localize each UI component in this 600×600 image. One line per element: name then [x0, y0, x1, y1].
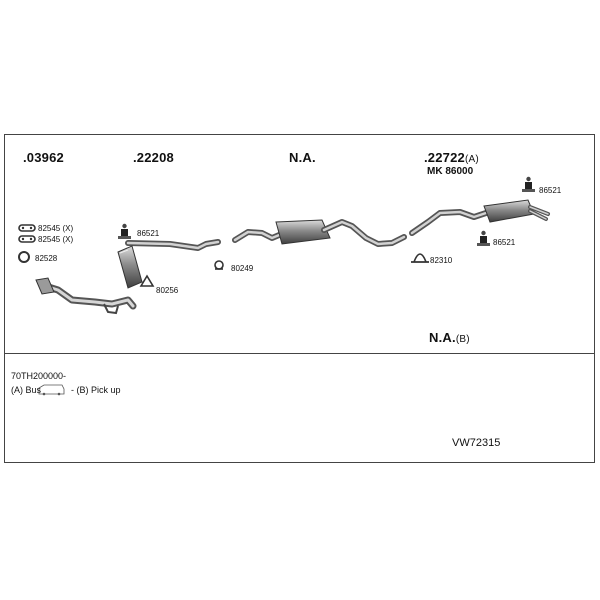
gasket-icon — [18, 235, 36, 243]
diagram-frame — [4, 134, 595, 463]
section-code: .03962 — [23, 150, 64, 165]
part-number: 82528 — [35, 254, 58, 263]
gasket-icon — [18, 224, 36, 232]
front-pipe — [35, 277, 137, 315]
section-code: .22208 — [133, 150, 174, 165]
rubber-hanger-icon — [522, 176, 535, 192]
diagram-code: VW72315 — [452, 437, 501, 449]
u-clamp-icon — [411, 253, 429, 263]
bus-icon — [38, 384, 65, 396]
catalyst-section — [117, 239, 221, 289]
clamp-icon — [214, 260, 224, 270]
part-number: 80256 — [156, 286, 179, 295]
rubber-hanger-icon — [118, 223, 131, 239]
mk-label: MK 86000 — [427, 166, 474, 177]
part-number: 86521 — [539, 186, 562, 195]
part-number: 80249 — [231, 264, 254, 273]
flange-icon — [139, 274, 155, 287]
middle-muffler — [232, 219, 407, 247]
part-number: 86521 — [137, 229, 160, 238]
section-code: N.A. — [289, 150, 316, 165]
part-number: 82545 (X) — [38, 235, 74, 244]
part-number: 86521 — [493, 238, 516, 247]
part-number: 82545 (X) — [38, 224, 74, 233]
part-number: 82310 — [430, 256, 453, 265]
na-b-label: N.A.(B) — [429, 330, 470, 345]
vehicle-legend: (A) Bus- (B) Pick up — [11, 385, 121, 395]
rubber-hanger-icon — [477, 230, 490, 246]
rear-muffler — [409, 199, 550, 236]
section-code: .22722(A) — [424, 150, 479, 165]
footer-divider — [4, 353, 595, 354]
ring-icon — [18, 251, 30, 263]
chassis-range: 70TH200000- — [11, 371, 67, 381]
